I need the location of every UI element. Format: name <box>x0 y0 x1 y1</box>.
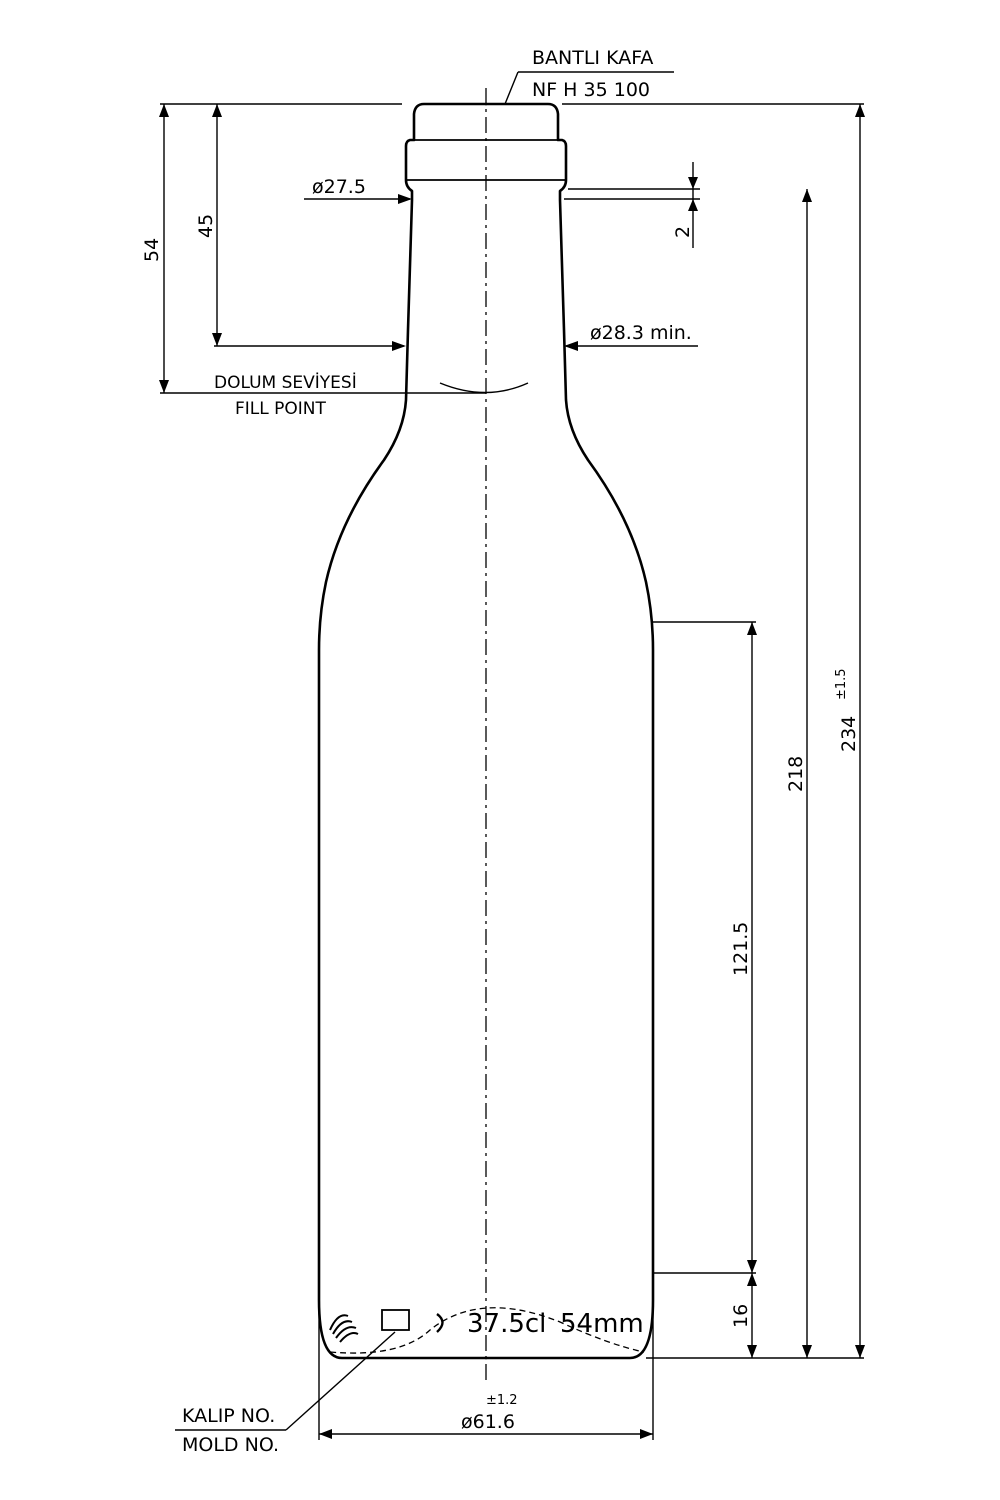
fill-depth-54-label: 54 <box>141 238 163 262</box>
dim-54-arrow-top <box>159 104 169 117</box>
neck-dim-arrow <box>398 194 412 204</box>
body-dim-arrow-right <box>640 1429 653 1439</box>
fill-height-embossing: 54mm <box>560 1309 644 1339</box>
fill-depth-45-label: 45 <box>195 214 217 238</box>
mold-label-en: MOLD NO. <box>182 1434 279 1456</box>
ring-arrow-bottom <box>688 199 698 211</box>
base-height-label: 16 <box>730 1304 752 1328</box>
dim-121-arrow-bottom <box>747 1260 757 1273</box>
dim-16-arrow-top <box>747 1273 757 1286</box>
fill-point-label-en: FILL POINT <box>235 399 327 419</box>
capacity-embossing: 37.5cl <box>467 1309 546 1339</box>
dim-45-end-arrow <box>392 341 406 351</box>
total-height-tolerance: ±1.5 <box>834 668 849 700</box>
dim-45-arrow-bottom <box>212 333 222 346</box>
neck-diameter-label: ø27.5 <box>312 176 366 198</box>
glass-maker-logo <box>329 1314 359 1343</box>
fill-point-arc <box>439 382 529 394</box>
fill-point-label-tr: DOLUM SEVİYESİ <box>214 372 357 393</box>
dim-218-arrow-bottom <box>802 1345 812 1358</box>
recycle-mark <box>436 1313 444 1333</box>
bore-dim-arrow <box>564 341 578 351</box>
mold-number-box <box>381 1309 410 1331</box>
dim-218-arrow-top <box>802 189 812 202</box>
dim-121-arrow-top <box>747 622 757 635</box>
dim-54-arrow-bottom <box>159 380 169 393</box>
body-diameter-tolerance: ±1.2 <box>486 1393 518 1408</box>
total-height-label: 234 <box>838 716 860 752</box>
body-dim-arrow-left <box>319 1429 332 1439</box>
label-panel-label: 121.5 <box>730 922 752 976</box>
ring-arrow-top <box>688 177 698 189</box>
finish-label-line2: NF H 35 100 <box>532 79 650 101</box>
dim-234-arrow-top <box>855 104 865 117</box>
bottle-outline-left <box>317 102 488 1360</box>
mold-leader-line <box>285 1331 396 1431</box>
dim-234-arrow-bottom <box>855 1345 865 1358</box>
bore-diameter-label: ø28.3 min. <box>590 322 692 344</box>
dim-16-arrow-bottom <box>747 1345 757 1358</box>
base-punt <box>329 1307 645 1354</box>
ring-height-label: 2 <box>672 226 694 238</box>
height-218-label: 218 <box>785 756 807 792</box>
dim-45-arrow-top <box>212 104 222 117</box>
bottle-outline-right <box>484 102 655 1360</box>
mold-label-tr: KALIP NO. <box>182 1405 275 1427</box>
finish-leader <box>504 71 519 105</box>
finish-label-line1: BANTLI KAFA <box>532 47 653 69</box>
body-diameter-label: ø61.6 <box>461 1411 515 1433</box>
